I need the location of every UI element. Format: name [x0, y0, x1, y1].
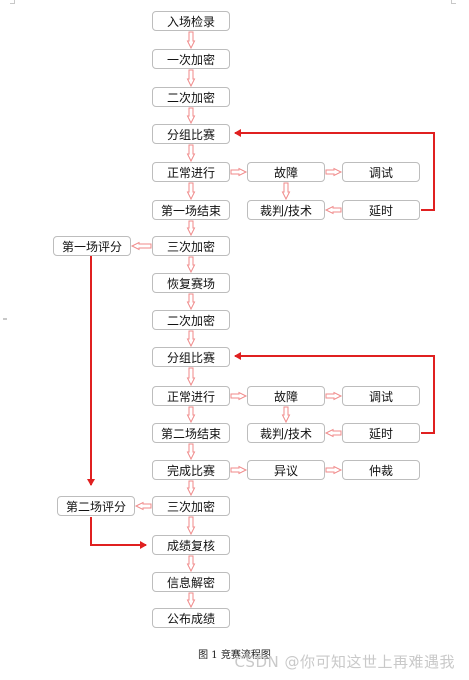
- node-encrypt-1: 一次加密: [152, 49, 230, 69]
- hollow-arrow: [186, 182, 196, 201]
- node-round2-score: 第二场评分: [57, 496, 135, 516]
- loop-back-connector-2: [234, 352, 435, 434]
- hollow-arrow: [325, 391, 343, 401]
- node-normal-1: 正常进行: [152, 162, 230, 182]
- hollow-arrow: [186, 69, 196, 88]
- score2-to-review-connector: [90, 517, 147, 549]
- node-encrypt-2b: 二次加密: [152, 310, 230, 330]
- node-debug-1: 调试: [342, 162, 420, 182]
- node-fault-2: 故障: [247, 386, 325, 406]
- hollow-arrow: [325, 167, 343, 177]
- node-debug-2: 调试: [342, 386, 420, 406]
- hollow-arrow: [186, 592, 196, 609]
- corner-mark: [10, 3, 15, 4]
- hollow-arrow: [186, 330, 196, 348]
- hollow-arrow: [281, 182, 291, 201]
- side-tick: [3, 318, 7, 320]
- node-judge-tech-2: 裁判/技术: [247, 423, 325, 443]
- hollow-arrow: [186, 107, 196, 125]
- corner-mark: [451, 0, 452, 4]
- hollow-arrow: [230, 167, 248, 177]
- hollow-arrow: [130, 241, 152, 251]
- node-delay-2: 延时: [342, 423, 420, 443]
- figure-caption: 图 1 竞赛流程图: [198, 650, 271, 661]
- hollow-arrow: [324, 428, 342, 438]
- node-round1-end: 第一场结束: [152, 200, 230, 220]
- node-fault-1: 故障: [247, 162, 325, 182]
- hollow-arrow: [186, 443, 196, 461]
- hollow-arrow: [230, 391, 248, 401]
- hollow-arrow: [186, 144, 196, 163]
- node-group-match-2: 分组比赛: [152, 347, 230, 367]
- hollow-arrow: [134, 501, 152, 511]
- node-round1-score: 第一场评分: [53, 236, 131, 256]
- hollow-arrow: [186, 256, 196, 274]
- watermark: CSDN @你可知这世上再难遇我: [234, 653, 455, 671]
- hollow-arrow: [281, 406, 291, 424]
- node-round2-end: 第二场结束: [152, 423, 230, 443]
- node-decrypt: 信息解密: [152, 572, 230, 592]
- node-arbitration: 仲裁: [342, 460, 420, 480]
- node-finish-match: 完成比赛: [152, 460, 230, 480]
- node-restore-venue: 恢复赛场: [152, 273, 230, 293]
- corner-mark: [451, 3, 456, 4]
- hollow-arrow: [230, 465, 248, 475]
- flow-arrows: [130, 31, 343, 609]
- node-score-review: 成绩复核: [152, 535, 230, 555]
- loop-back-connector-1: [234, 129, 435, 211]
- hollow-arrow: [186, 555, 196, 573]
- hollow-arrow: [186, 293, 196, 311]
- node-encrypt-3a: 三次加密: [152, 236, 230, 256]
- node-checkin: 入场检录: [152, 11, 230, 31]
- node-normal-2: 正常进行: [152, 386, 230, 406]
- node-group-match-1: 分组比赛: [152, 124, 230, 144]
- hollow-arrow: [186, 367, 196, 387]
- corner-mark: [14, 0, 15, 4]
- node-objection: 异议: [247, 460, 325, 480]
- node-delay-1: 延时: [342, 200, 420, 220]
- node-publish-scores: 公布成绩: [152, 608, 230, 628]
- hollow-arrow: [186, 220, 196, 237]
- hollow-arrow: [186, 516, 196, 536]
- hollow-arrow: [186, 31, 196, 50]
- hollow-arrow: [325, 465, 343, 475]
- node-encrypt-2a: 二次加密: [152, 87, 230, 107]
- node-encrypt-3b: 三次加密: [152, 496, 230, 516]
- hollow-arrow: [186, 406, 196, 424]
- hollow-arrow: [324, 205, 342, 215]
- hollow-arrow: [186, 480, 196, 497]
- node-judge-tech-1: 裁判/技术: [247, 200, 325, 220]
